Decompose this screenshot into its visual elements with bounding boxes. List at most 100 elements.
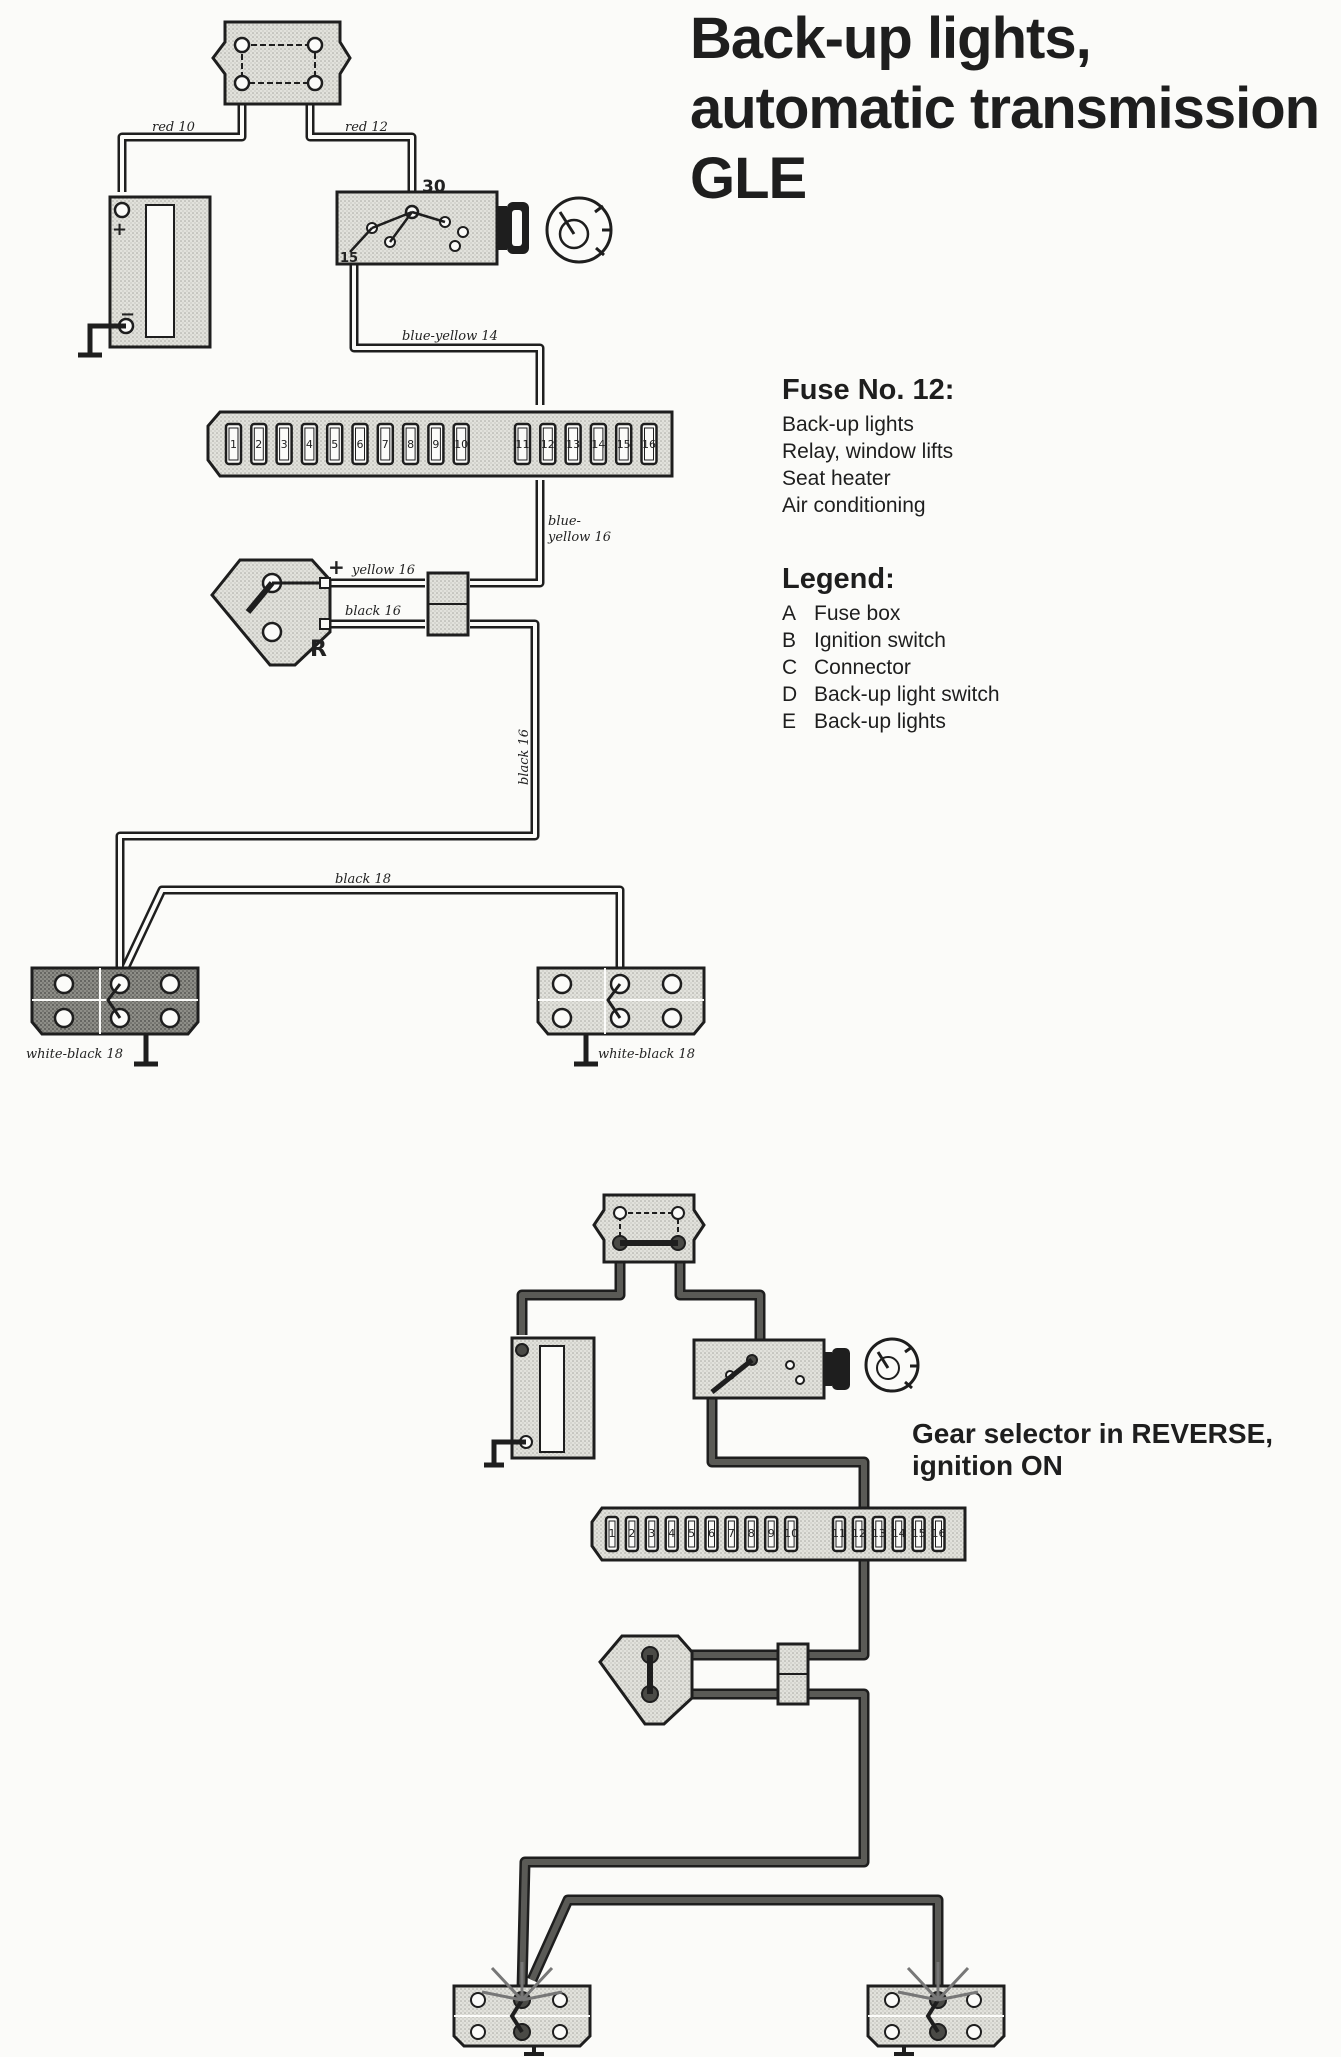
fuse: [300, 422, 319, 466]
fuse-number: 15: [617, 438, 631, 451]
battery-bottom: [484, 1336, 596, 1468]
switch-plus-label: +: [328, 555, 345, 579]
relay-box-top: [211, 20, 352, 106]
fuse-element: [608, 1520, 616, 1548]
fuse-element: [835, 1520, 843, 1548]
legend-key: C: [782, 656, 798, 679]
fuse: [250, 422, 268, 466]
fuse-element: [542, 427, 553, 461]
wire-label-red12: red 12: [345, 120, 388, 135]
fuse-element: [456, 427, 467, 461]
wire-label-blue-yellow-16-b: yellow 16: [547, 530, 611, 545]
fuse: [376, 422, 395, 466]
fuse-element: [517, 427, 528, 461]
fuse: [452, 422, 470, 466]
fuse-number: 3: [281, 438, 288, 451]
fuse-number: 8: [407, 438, 414, 451]
fuse-element: [648, 1520, 656, 1548]
fuse-info-heading: Fuse No. 12:: [782, 374, 955, 406]
wire-label-red10: red 10: [152, 120, 195, 135]
fuse: [589, 422, 608, 466]
fuse-number: 11: [832, 1527, 846, 1540]
fuse-element: [688, 1520, 696, 1548]
wire-label-white-black-right: white-black 18: [598, 1047, 695, 1062]
terminal-30-label: 30: [422, 177, 446, 197]
fuse-number: 9: [768, 1527, 775, 1540]
terminal-15-label: 15: [340, 251, 358, 266]
fuse-element: [329, 427, 340, 461]
backup-light-right-bottom: [866, 1962, 1006, 2056]
legend-label: Back-up lights: [814, 710, 946, 733]
connector-bottom: [776, 1642, 810, 1706]
fuse-element: [935, 1520, 942, 1548]
fuse-number: 1: [609, 1527, 616, 1540]
backup-light-switch-top: + R: [210, 555, 345, 667]
fuse: [325, 422, 344, 466]
ignition-dial-icon: [545, 196, 613, 264]
fuse-number: 16: [642, 438, 656, 451]
fuse-number: 5: [331, 438, 338, 451]
fuse: [614, 422, 633, 466]
backup-light-switch-bottom: [598, 1634, 694, 1726]
title-line-1: Back-up lights,: [690, 6, 1092, 71]
ignition-dial-bottom-icon: [864, 1337, 920, 1393]
fuse-element: [568, 427, 579, 461]
fuse-number: 1: [230, 438, 237, 451]
fuse-element: [767, 1520, 775, 1548]
fuse: [513, 422, 532, 466]
fuse-element: [727, 1520, 735, 1548]
wire-label-yellow16: yellow 16: [351, 563, 415, 578]
fuse: [640, 422, 658, 466]
gear-note-line-1: Gear selector in REVERSE,: [912, 1418, 1274, 1449]
fuse-info-item: Relay, window lifts: [782, 440, 954, 463]
fuse-number: 10: [454, 438, 468, 451]
legend-key: B: [782, 629, 797, 652]
fuse-element: [618, 427, 629, 461]
backup-light-right-top: [536, 966, 706, 1067]
battery-plus-label: +: [112, 219, 127, 240]
fuse-number: 3: [648, 1527, 655, 1540]
legend-item: C Connector: [782, 654, 1000, 681]
fuse-number: 14: [892, 1527, 906, 1540]
wire-label-white-black-left: white-black 18: [26, 1047, 123, 1062]
wire-label-black18: black 18: [335, 872, 391, 887]
fuse-element: [855, 1520, 863, 1548]
wire-label-blue-yellow-16-a: blue-: [548, 514, 581, 529]
page-title: Back-up lights, automatic transmission G…: [690, 4, 1330, 214]
connector-top: [426, 571, 470, 637]
fuse-element: [380, 427, 391, 461]
fuse-number: 4: [306, 438, 313, 451]
wire-label-black16-v: black 16: [517, 729, 532, 785]
top-wires: [115, 100, 625, 1020]
fuse-number: 2: [628, 1527, 635, 1540]
fuse: [275, 422, 293, 466]
fuse-number: 5: [688, 1527, 695, 1540]
fuse-number: 4: [668, 1527, 675, 1540]
fuse-number: 15: [912, 1527, 926, 1540]
switch-r-label: R: [310, 637, 327, 662]
fuse-number: 10: [784, 1527, 798, 1540]
fuse-element: [628, 1520, 636, 1548]
fuse-number: 11: [516, 438, 530, 451]
fuse-info-item: Seat heater: [782, 467, 891, 490]
fuse-element: [593, 427, 604, 461]
fuse-number: 6: [708, 1527, 715, 1540]
fuse-number: 14: [591, 438, 605, 451]
legend-label: Connector: [814, 656, 911, 679]
bottom-wires: [516, 1248, 944, 1991]
wire-label-blue-yellow-14: blue-yellow 14: [402, 329, 498, 344]
title-line-2: automatic transmission: [690, 76, 1320, 141]
fuse-number: 6: [357, 438, 364, 451]
legend-key: A: [782, 602, 797, 625]
fuse-element: [708, 1520, 715, 1548]
